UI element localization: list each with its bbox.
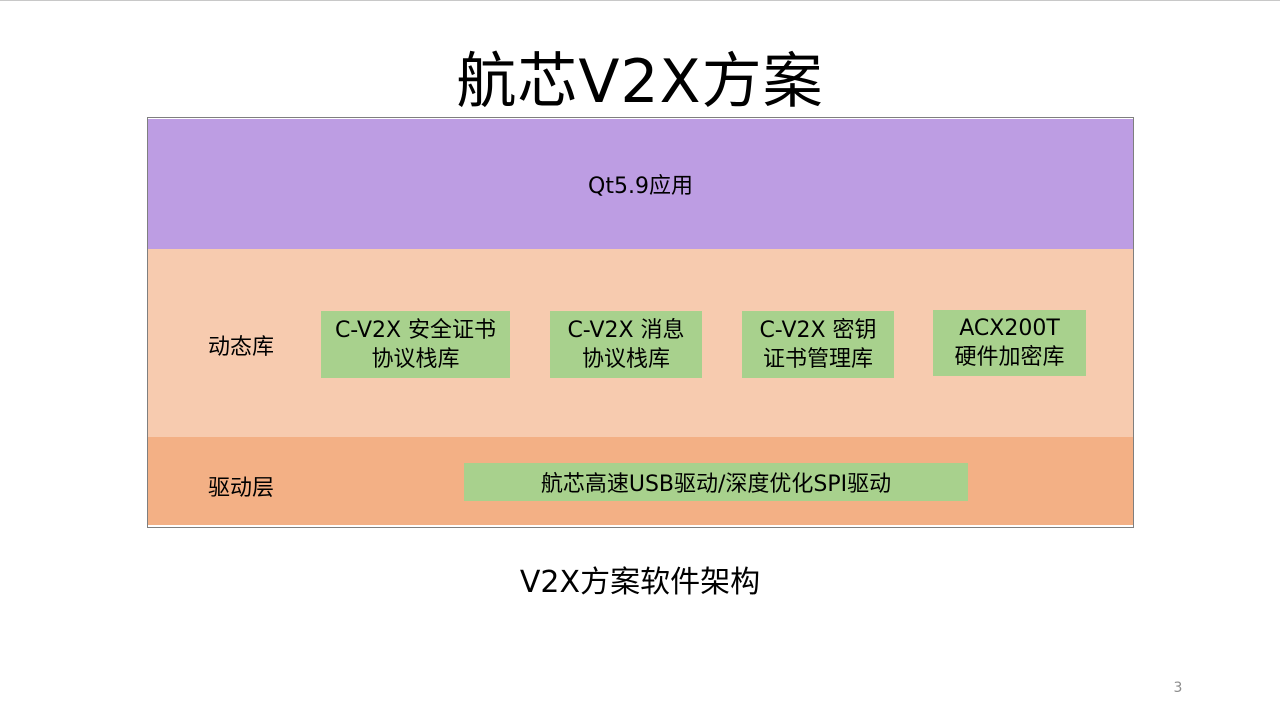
page-number: 3 xyxy=(1173,680,1183,696)
slide-title: 航芯V2X方案 xyxy=(456,47,824,118)
module-line: 证书管理库 xyxy=(762,346,873,372)
app-layer: Qt5.9应用 xyxy=(148,119,1133,249)
module-line: 协议栈库 xyxy=(371,346,460,372)
dynamic-library-layer: 动态库 C-V2X 安全证书 协议栈库 C-V2X 消息 协议栈库 C-V2X … xyxy=(148,249,1133,437)
hardware-crypto-module: ACX200T 硬件加密库 xyxy=(933,310,1086,376)
module-line: C-V2X 密钥 xyxy=(759,317,877,343)
driver-layer-label: 驱动层 xyxy=(207,476,274,501)
module-line: 协议栈库 xyxy=(581,346,670,372)
dynamic-layer-label: 动态库 xyxy=(207,335,274,360)
usb-spi-driver-module: 航芯高速USB驱动/深度优化SPI驱动 xyxy=(464,463,968,501)
diagram-caption: V2X方案软件架构 xyxy=(519,565,761,600)
architecture-diagram: Qt5.9应用 动态库 C-V2X 安全证书 协议栈库 C-V2X 消息 协议栈… xyxy=(147,117,1134,528)
top-rule xyxy=(0,0,1280,1)
module-line: C-V2X 安全证书 xyxy=(334,317,497,343)
module-line: C-V2X 消息 xyxy=(567,317,685,343)
security-cert-stack-module: C-V2X 安全证书 协议栈库 xyxy=(321,311,510,378)
module-line: ACX200T xyxy=(959,316,1060,341)
app-layer-label: Qt5.9应用 xyxy=(588,174,693,199)
key-cert-management-module: C-V2X 密钥 证书管理库 xyxy=(742,311,894,378)
message-stack-module: C-V2X 消息 协议栈库 xyxy=(550,311,702,378)
module-line: 硬件加密库 xyxy=(954,345,1065,370)
driver-layer: 驱动层 航芯高速USB驱动/深度优化SPI驱动 xyxy=(148,437,1133,525)
